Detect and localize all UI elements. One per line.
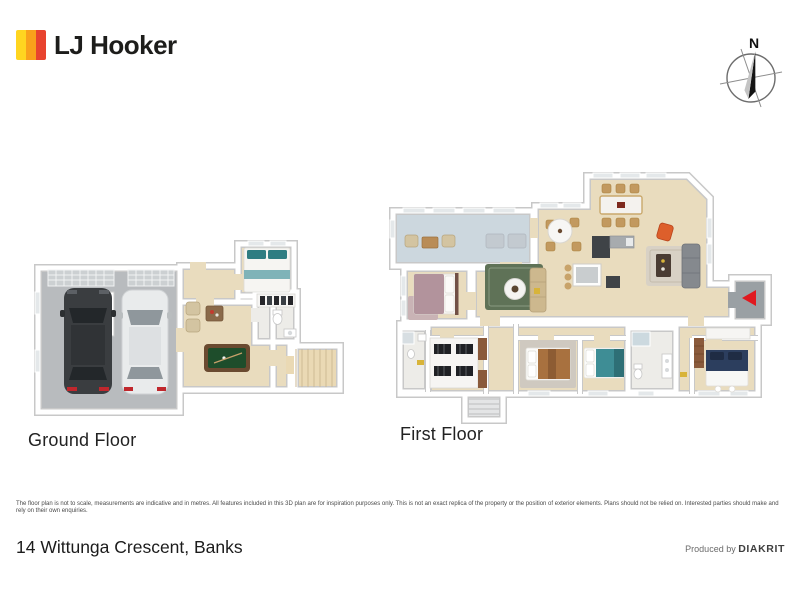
towels (680, 372, 687, 377)
entry-floor (180, 266, 238, 302)
shower (631, 331, 651, 347)
kitchen-tall-unit (592, 236, 610, 258)
bedroom4-wardrobe (705, 327, 751, 340)
first-floor-label: First Floor (400, 424, 484, 444)
bed-ground-bedroom (243, 247, 291, 293)
toilet (633, 368, 643, 380)
dining-nook (545, 217, 582, 252)
stairwell-floor (465, 394, 503, 420)
compass-north-label: N (749, 35, 759, 51)
armchair (185, 301, 201, 333)
balcony-furniture (404, 233, 527, 249)
produced-by-label: Produced by (685, 544, 739, 554)
ground-windows (34, 240, 287, 373)
orange-chair (656, 222, 674, 242)
logo-stripe-yellow (16, 30, 26, 60)
producer-name: DIAKRIT (738, 543, 785, 555)
bar-stool (564, 282, 572, 290)
ground-floor-label: Ground Floor (28, 430, 137, 450)
ensuite-fixtures (401, 331, 427, 365)
bathroom-ground-fixtures (272, 309, 297, 338)
logo-stripe-orange (26, 30, 36, 60)
producer-credit: Produced by DIAKRIT (685, 543, 785, 555)
coffee-table-ground (205, 305, 224, 322)
bedroom4 (694, 327, 751, 393)
master-bedroom (408, 273, 459, 320)
stairs-first (468, 398, 500, 415)
stairs-ground (295, 349, 333, 387)
hall-shelf (694, 338, 704, 368)
family-room (646, 222, 701, 289)
entry-arrow-icon (742, 290, 756, 306)
brand-logo-icon (16, 30, 46, 60)
dining-table (599, 183, 643, 228)
pool-table (204, 344, 250, 372)
first-windows (389, 172, 749, 397)
brand-name: LJ Hooker (54, 30, 177, 60)
ground-door-gaps (176, 262, 294, 374)
ground-floor-plan (28, 230, 368, 425)
gray-sofa (681, 243, 701, 289)
bedroom3 (583, 347, 625, 379)
kitchen (564, 235, 635, 290)
wardrobe-ground (256, 293, 296, 308)
living-room (485, 264, 547, 313)
bar-stool (564, 264, 572, 272)
car-dark (60, 288, 116, 394)
compass-icon: N (719, 35, 783, 108)
disclaimer-text: The floor plan is not to scale, measurem… (16, 501, 779, 514)
garage-door (47, 269, 175, 287)
walkin-wardrobe (429, 337, 487, 389)
brand-logo: LJ Hooker (16, 30, 177, 60)
bar-stool (564, 273, 572, 281)
property-address: 14 Wittunga Crescent, Banks (16, 537, 243, 557)
dark-coffee-table (656, 254, 671, 277)
table-centerpiece (617, 202, 625, 208)
first-floor-plan (388, 158, 780, 434)
yellow-cushion (534, 288, 540, 294)
logo-stripe-red (36, 30, 46, 60)
bedroom2 (520, 340, 576, 388)
car-white (118, 289, 172, 395)
cooktop (606, 276, 620, 288)
bathroom2-fixtures (631, 331, 687, 380)
vanity (661, 353, 673, 379)
